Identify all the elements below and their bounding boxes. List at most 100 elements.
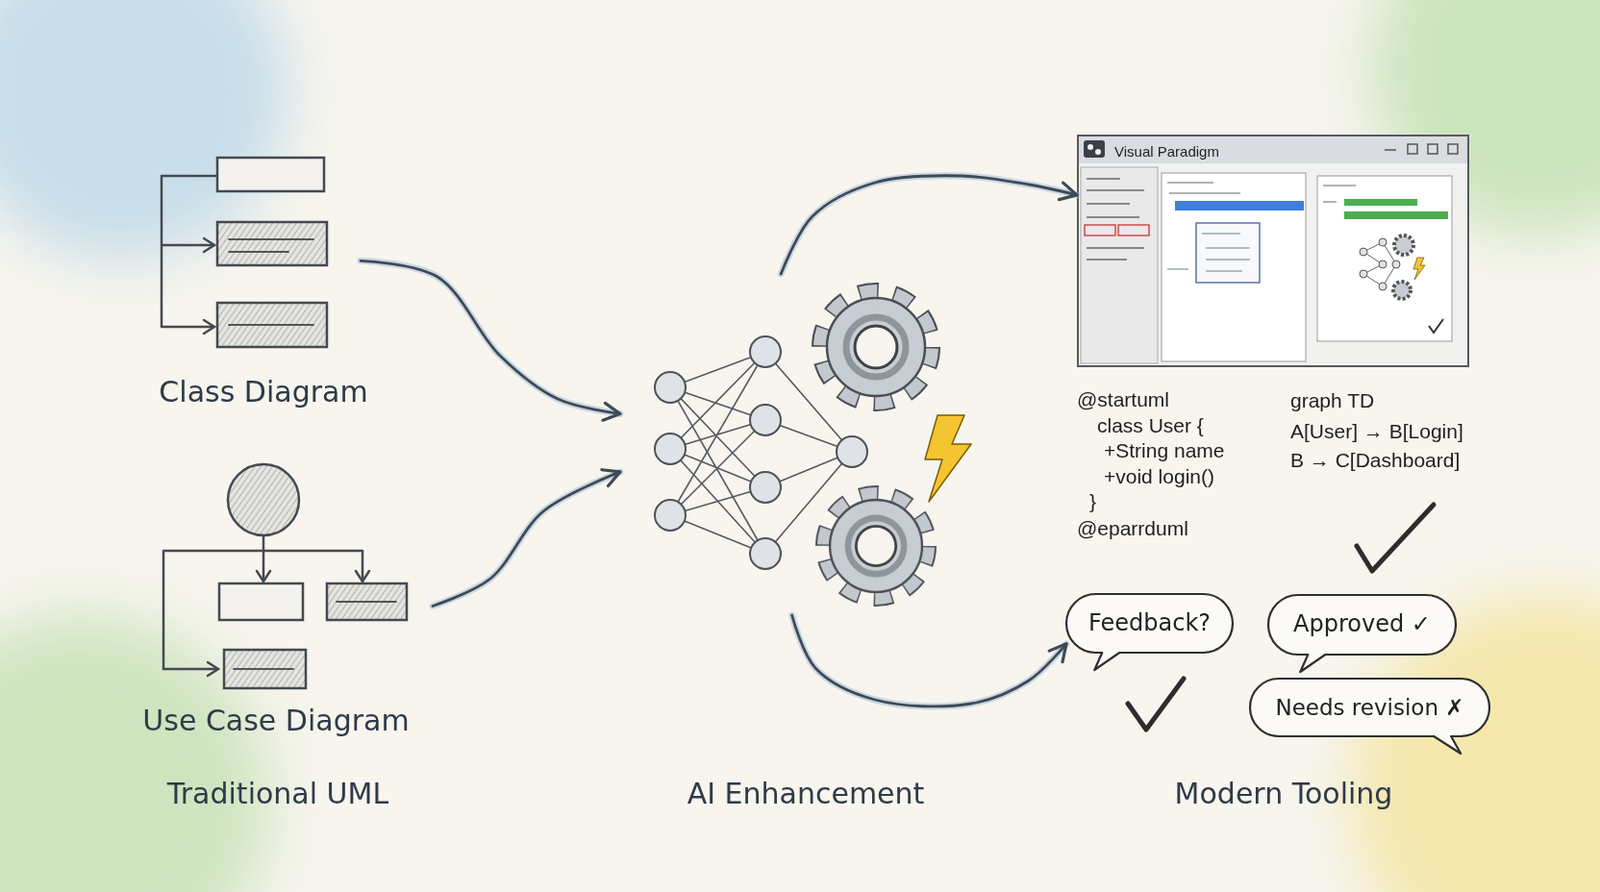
code-line: } xyxy=(1089,490,1097,514)
selected-item xyxy=(1084,225,1116,236)
gear-ring xyxy=(846,317,906,377)
gear-teeth xyxy=(820,291,932,403)
speech-bubble: Approved ✓ xyxy=(1268,595,1456,655)
lightning-bolt xyxy=(925,415,972,502)
bubble-outline xyxy=(1066,594,1233,671)
gear-hole xyxy=(854,325,898,369)
speech-bubble: Needs revision ✗ xyxy=(1250,678,1490,737)
neuron xyxy=(654,372,686,403)
side-panel xyxy=(1080,167,1158,364)
class-diagram-sketch: Class Diagram xyxy=(153,153,361,356)
edge-shading xyxy=(360,260,621,414)
mini-neuron xyxy=(1378,260,1387,269)
ai-engine: AI Enhancement xyxy=(620,274,986,616)
gear-teeth xyxy=(823,493,928,599)
tree-items xyxy=(1086,178,1145,260)
bubble-text: Approved ✓ xyxy=(1293,611,1431,639)
diagram-box xyxy=(1196,223,1260,283)
gear-body xyxy=(826,298,925,397)
mini-neuron xyxy=(1359,248,1368,256)
preview-panel xyxy=(1317,175,1452,342)
curved-arrow xyxy=(432,472,621,607)
window-buttons xyxy=(1384,144,1458,154)
arrow-head xyxy=(203,238,215,334)
column-label: Modern Tooling xyxy=(1175,777,1394,812)
app-icon xyxy=(1083,140,1105,158)
bubble-outline xyxy=(1268,595,1456,673)
neuron xyxy=(750,404,781,436)
actor-circle xyxy=(227,464,300,536)
class-box xyxy=(217,222,327,266)
title-bar xyxy=(1076,134,1470,164)
mini-neuron xyxy=(1392,260,1400,269)
selected-item xyxy=(1118,225,1150,236)
restore-button xyxy=(1407,144,1418,154)
mini-network xyxy=(1363,242,1397,287)
gear xyxy=(820,291,932,403)
class-diagram-sketch xyxy=(161,157,327,348)
window-title: Visual Paradigm xyxy=(1114,143,1220,160)
tree-line xyxy=(161,175,218,327)
mini-neuron xyxy=(1359,270,1368,278)
minimize-button xyxy=(1384,149,1397,151)
mini-network-nodes xyxy=(1359,238,1400,291)
gear-teeth-outline xyxy=(820,291,932,403)
mini-checkmark xyxy=(1428,319,1444,333)
checkmark xyxy=(1356,504,1434,572)
speech-bubble: Feedback? xyxy=(1066,594,1233,653)
caption: AI Enhancement xyxy=(687,777,925,812)
checkmark xyxy=(1127,678,1184,730)
class-box xyxy=(217,302,327,348)
progress-bar xyxy=(1344,199,1418,206)
code-line: A[User] → B[Login] xyxy=(1290,420,1464,444)
use-case-sketch xyxy=(163,464,407,689)
bubble-outline xyxy=(1250,678,1490,754)
app-icon-dot xyxy=(1087,144,1094,150)
bubble-text: Feedback? xyxy=(1088,610,1211,638)
neuron xyxy=(836,436,868,468)
code-line: graph TD xyxy=(1290,389,1375,413)
use-case-diagram-sketch: Use Case Diagram xyxy=(158,459,433,693)
use-case-box xyxy=(219,583,303,621)
tool-window: Visual Paradigm xyxy=(1076,134,1470,368)
edge-shading xyxy=(432,472,621,607)
neuron xyxy=(750,472,781,503)
code-line: B → C[Dashboard] xyxy=(1290,449,1460,473)
editor-lines xyxy=(1167,233,1250,272)
class-box xyxy=(217,157,325,192)
curved-arrow xyxy=(360,260,621,414)
gear-body xyxy=(829,500,923,593)
column-label: Traditional UML xyxy=(167,777,389,812)
member-line xyxy=(233,668,294,671)
editor-panel xyxy=(1161,173,1306,362)
selection-bar xyxy=(1175,200,1304,211)
window-button xyxy=(1427,144,1438,154)
code-line: class User { xyxy=(1097,414,1204,438)
mini-lightning xyxy=(1413,257,1425,280)
mini-neuron xyxy=(1378,238,1387,247)
gear xyxy=(823,493,928,599)
code-line: +void login() xyxy=(1103,465,1215,489)
member-line xyxy=(336,600,397,603)
use-case-box xyxy=(224,650,306,689)
close-button xyxy=(1448,144,1458,154)
blue-blob xyxy=(0,0,289,260)
caption: Use Case Diagram xyxy=(142,704,409,739)
neuron xyxy=(654,500,686,531)
use-case-box xyxy=(326,583,407,621)
mini-gear xyxy=(1394,235,1414,255)
gear-teeth-outline xyxy=(823,493,928,599)
gear-ring xyxy=(848,518,904,575)
member-line xyxy=(228,239,314,252)
curved-arrow xyxy=(780,175,1077,275)
neuron xyxy=(750,538,781,570)
gear-hole xyxy=(855,525,896,566)
mini-gear xyxy=(1393,281,1411,300)
edge-shading xyxy=(780,175,1077,275)
progress-bar xyxy=(1344,211,1449,220)
window-background xyxy=(1076,134,1470,368)
